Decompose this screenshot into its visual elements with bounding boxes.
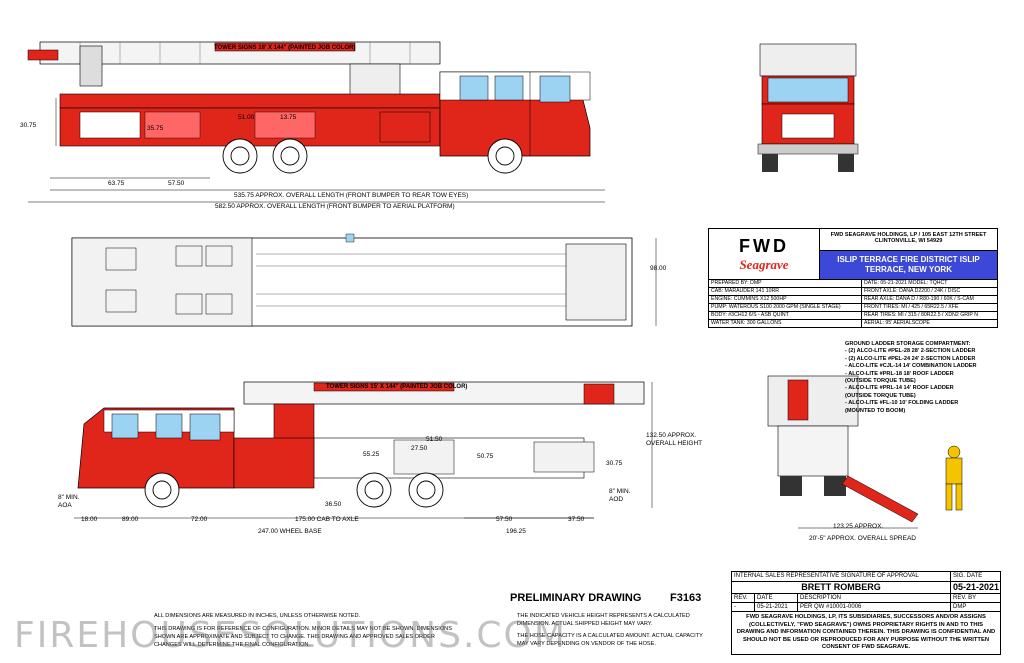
sig-date-label: SIG. DATE: [953, 573, 983, 579]
rev-header: DATE: [755, 594, 798, 602]
side-elevation-top: [27, 41, 605, 203]
ladder-note-line: GROUND LADDER STORAGE COMPARTMENT:: [845, 341, 971, 347]
customer-name: ISLIP TERRACE FIRE DISTRICT ISLIP TERRAC…: [820, 251, 997, 279]
dim-label: 51.50: [426, 436, 443, 443]
dim-label: 36.50: [325, 501, 342, 508]
spec-cell: REAR AXLE: DANA D / R80-190 / 60K / S-CA…: [864, 296, 974, 302]
aod-dim: 8" MIN. AOD: [609, 488, 631, 503]
dim-label: 89.00: [122, 516, 139, 523]
logo-fwd: FWD: [739, 235, 789, 256]
dim-label: 57.50: [168, 180, 185, 187]
plan-view: [71, 233, 657, 327]
spec-cell: FRONT AXLE: DANA D2200 / 24K / DISC: [864, 288, 961, 294]
ladder-note-line: - ALCO-LITE #PRL-14 14' ROOF LADDER: [845, 385, 954, 392]
front-elevation: [757, 43, 859, 172]
rev-cell: DMP: [953, 604, 967, 610]
outrigger-dim: 123.25 APPROX.: [833, 523, 884, 530]
boom-sign-label-top: TOWER SIGNS 18' X 144" (PAINTED JOB COLO…: [214, 45, 356, 51]
hose-capacity-note: THE HOSE CAPACITY IS A CALCULATED AMOUNT…: [517, 633, 703, 647]
spec-cell: DATE: 05-21-2021 MODEL: TQHCT: [864, 280, 948, 286]
spread-dim: 20'-5" APPROX. OVERALL SPREAD: [809, 535, 916, 542]
spec-cell: WATER TANK: 300 GALLONS: [709, 320, 862, 327]
dim-label: 55.25: [363, 451, 380, 458]
dim-label: 247.00 WHEEL BASE: [258, 528, 322, 535]
dim-label: 72.00: [191, 516, 208, 523]
sig-label: INTERNAL SALES REPRESENTATIVE SIGNATURE …: [732, 572, 951, 581]
ladder-note-line: (OUTSIDE TORQUE TUBE): [845, 392, 916, 399]
rear-elevation: [767, 375, 963, 529]
preliminary-label: PRELIMINARY DRAWING: [510, 592, 642, 604]
dim-label: 196.25: [506, 528, 526, 535]
drawing-number: F3163: [670, 592, 702, 604]
watermark: FIREHOUSESOLUTIONS.COM: [14, 615, 567, 656]
dim-label: 175.00 CAB TO AXLE: [295, 516, 359, 523]
ladder-note-line: (MOUNTED TO BOOM): [845, 407, 906, 414]
boom-sign-label-bottom: TOWER SIGNS 15' X 144" (PAINTED JOB COLO…: [326, 384, 468, 390]
dim-label: 37.50: [568, 516, 585, 523]
spec-cell: PUMP: WATEROUS S100 2000 GPM (SINGLE STA…: [709, 304, 862, 311]
rev-cell: -: [732, 603, 755, 611]
ladder-storage-notes: GROUND LADDER STORAGE COMPARTMENT:- (2) …: [845, 341, 977, 415]
dim-label: 535.75 APPROX. OVERALL LENGTH (FRONT BUM…: [234, 192, 469, 199]
spec-cell: ENGINE: CUMMINS X12 500HP: [709, 296, 862, 303]
spec-cell: REAR TIRES: MI / 315 / 80R22.5 / XDN2 GR…: [864, 312, 978, 318]
revision-block: INTERNAL SALES REPRESENTATIVE SIGNATURE …: [731, 571, 1001, 655]
rev-cell: PER QW #10001-0006: [798, 603, 951, 611]
dimension-note: ALL DIMENSIONS ARE MEASURED IN INCHES, U…: [154, 613, 361, 619]
rev-header: REV. BY: [953, 595, 977, 601]
rev-header: DESCRIPTION: [798, 594, 951, 602]
company-logo: FWD Seagrave: [709, 229, 820, 279]
title-block: FWD Seagrave FWD SEAGRAVE HOLDINGS, LP /…: [708, 228, 998, 328]
dim-label: 30.75: [606, 460, 623, 467]
rev-header: REV.: [732, 594, 755, 602]
dim-label: 51.00: [238, 114, 255, 121]
rev-cell: 05-21-2021: [755, 603, 798, 611]
spec-cell: AERIAL: 95' AERIALSCOPE: [864, 320, 930, 326]
aoa-dim: 8" MIN. AOA: [58, 494, 80, 509]
ladder-note-line: - (2) ALCO-LITE #PEL-28 28' 2-SECTION LA…: [845, 348, 976, 355]
height-dim: 132.50 APPROX. OVERALL HEIGHT: [646, 432, 703, 447]
logo-seagrave: Seagrave: [739, 256, 789, 272]
ladder-note-line: (OUTSIDE TORQUE TUBE): [845, 378, 916, 385]
ladder-note-line: - (2) ALCO-LITE #PEL-24 24' 2-SECTION LA…: [845, 355, 976, 362]
dim-label: 13.75: [280, 114, 297, 121]
dim-label: 57.50: [496, 516, 513, 523]
vehicle-height-note: THE INDICATED VEHICLE HEIGHT REPRESENTS …: [517, 613, 690, 627]
side-elevation-bottom: [74, 381, 653, 519]
dim-label: 30.75: [20, 122, 37, 129]
spec-row: PUMP: WATEROUS S100 2000 GPM (SINGLE STA…: [709, 303, 997, 311]
spec-cell: FRONT TIRES: MI / 425 / 65R22.5 / XFE: [864, 304, 959, 310]
spec-cell: CAB: MARAUDER 141 10RR: [709, 288, 862, 295]
spec-cell: BODY: #3CH12 6/S - ASB QUINT: [709, 312, 862, 319]
dim-label: 27.50: [411, 445, 428, 452]
confidential-notice: FWD SEAGRAVE HOLDINGS, LP, ITS SUBSIDIAR…: [736, 614, 996, 650]
ladder-note-line: - ALCO-LITE #PRL-18 18' ROOF LADDER: [845, 370, 954, 377]
dim-label: 50.75: [477, 453, 494, 460]
ladder-note-line: - ALCO-LITE #CJL-14 14' COMBINATION LADD…: [845, 363, 977, 370]
dim-label: 582.50 APPROX. OVERALL LENGTH (FRONT BUM…: [215, 203, 455, 210]
dim-label: 18.00: [81, 516, 98, 523]
spec-cell: PREPARED BY: DMP: [709, 280, 862, 287]
ladder-note-line: - ALCO-LITE #FL-10 10' FOLDING LADDER: [845, 400, 959, 407]
signer-name: BRETT ROMBERG: [732, 582, 951, 593]
width-dim: 98.00: [650, 265, 667, 272]
reference-note: THIS DRAWING IS FOR REFERENCE OF CONFIGU…: [154, 626, 452, 648]
dim-label: 63.75: [108, 180, 125, 187]
dim-label: 35.75: [147, 125, 164, 132]
sig-date: 05-21-2021: [953, 582, 1000, 592]
company-address: FWD SEAGRAVE HOLDINGS, LP / 105 EAST 12T…: [820, 229, 997, 251]
